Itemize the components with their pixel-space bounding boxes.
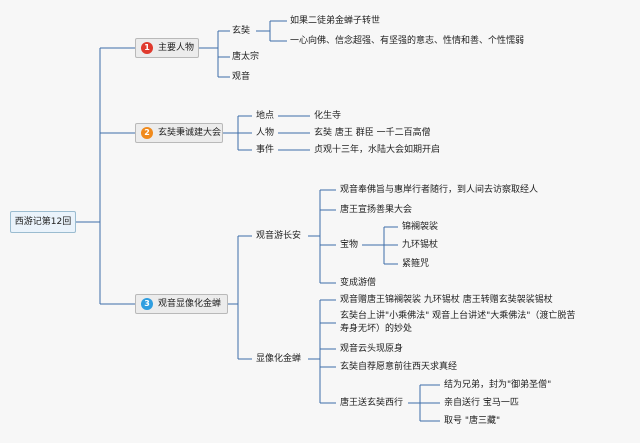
topic-2-connectors (223, 115, 252, 151)
farewell-connectors (408, 384, 440, 422)
node-guanyin[interactable]: 观音 (232, 72, 251, 82)
topic-3-connectors (228, 235, 252, 360)
badge-number-2: 2 (141, 127, 153, 139)
badge-number-1: 1 (141, 42, 153, 54)
node-emperor-sends-off[interactable]: 唐王送玄奘西行 (340, 398, 404, 408)
node-title-tang-sanzang[interactable]: 取号 "唐三藏" (444, 416, 501, 426)
topic-guanyin-manifests[interactable]: 3 观音显像化金蝉 (135, 294, 228, 314)
node-guanyin-tours-changan[interactable]: 观音游长安 (256, 231, 302, 241)
topic-grand-assembly[interactable]: 2 玄奘秉诚建大会 (135, 123, 223, 143)
node-treasure-staff[interactable]: 九环锡杖 (402, 240, 439, 250)
node-manifest-golden-cicada[interactable]: 显像化金蝉 (256, 354, 302, 364)
root-node[interactable]: 西游记第12回 (10, 211, 76, 233)
badge-number-3: 3 (141, 298, 153, 310)
topic-2-value-connectors (278, 115, 310, 151)
group-1-connectors (308, 189, 336, 284)
node-location[interactable]: 地点 (256, 111, 275, 121)
node-volunteer-journey-west[interactable]: 玄奘自荐愿意前往西天求真经 (340, 362, 458, 372)
node-xuanzang-traits[interactable]: 一心向佛、信念超强、有坚强的意志、性情和善、个性懦弱 (290, 36, 525, 46)
topic-label: 主要人物 (158, 43, 195, 53)
node-gift-cassock-staff[interactable]: 观音赠唐王锦襕袈裟 九环锡杖 唐王转赠玄奘袈裟锡杖 (340, 295, 553, 305)
node-people[interactable]: 人物 (256, 128, 275, 138)
topic-main-characters[interactable]: 1 主要人物 (135, 38, 199, 58)
root-connectors (76, 47, 135, 305)
node-emperor-announces-assembly[interactable]: 唐王宣扬善果大会 (340, 205, 413, 215)
node-event-value[interactable]: 贞观十三年，水陆大会如期开启 (314, 145, 441, 155)
xuanzang-connectors (256, 20, 287, 42)
group-2-connectors (308, 299, 336, 404)
node-true-form-on-cloud[interactable]: 观音云头现原身 (340, 344, 404, 354)
node-xuanzang-origin[interactable]: 如果二徒弟金蝉子转世 (290, 16, 381, 26)
node-xuanzang[interactable]: 玄奘 (232, 26, 251, 36)
node-sworn-brothers[interactable]: 结为兄弟，封为"御弟圣僧" (444, 380, 552, 390)
node-treasures[interactable]: 宝物 (340, 240, 359, 250)
node-event[interactable]: 事件 (256, 145, 275, 155)
node-location-value[interactable]: 化生寺 (314, 111, 342, 121)
topic-label: 观音显像化金蝉 (158, 299, 222, 309)
node-tang-taizong[interactable]: 唐太宗 (232, 52, 260, 62)
node-treasure-cassock[interactable]: 锦襕袈裟 (402, 222, 439, 232)
topic-1-connectors (199, 30, 230, 78)
node-becomes-wandering-monk[interactable]: 变成游僧 (340, 278, 377, 288)
node-sends-off-with-horse[interactable]: 亲自送行 宝马一匹 (444, 398, 519, 408)
node-search-scripture-seeker[interactable]: 观音奉佛旨与惠岸行者随行，到人间去访察取经人 (340, 185, 539, 195)
node-lesser-greater-vehicle[interactable]: 玄奘台上讲"小乘佛法" 观音上台讲述"大乘佛法"（渡亡脱苦 寿身无坏）的妙处 (340, 311, 576, 334)
node-treasure-headband-spell[interactable]: 紧箍咒 (402, 259, 430, 269)
topic-label: 玄奘秉诚建大会 (158, 128, 222, 138)
treasure-connectors (362, 226, 398, 265)
node-people-value[interactable]: 玄奘 唐王 群臣 一千二百高僧 (314, 128, 431, 138)
